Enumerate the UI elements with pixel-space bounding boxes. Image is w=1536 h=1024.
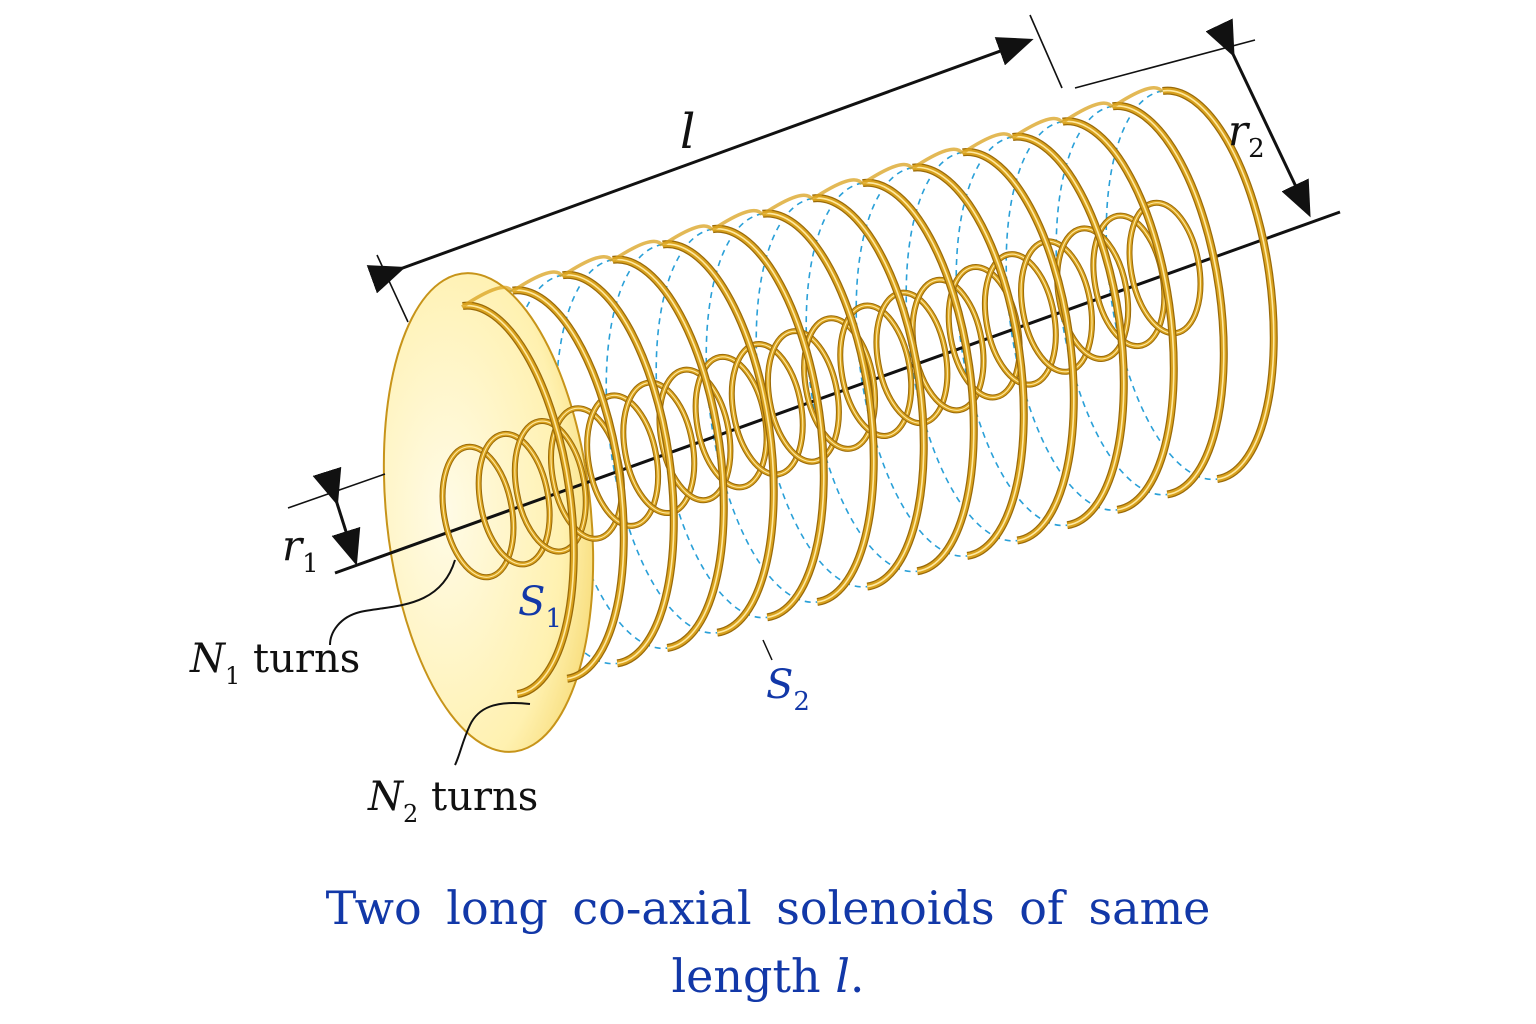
caption-line-2: length l. [0,944,1536,1008]
outer-turn-hidden-arc [955,136,1068,527]
outer-solenoid-coil [461,86,1278,699]
inner-turn-wire-highlight [586,394,659,527]
inner-turn-wire-highlight [442,446,514,578]
caption-line-1: Two long co-axial solenoids of same [325,881,1211,935]
inner-turn-wire-highlight [731,343,804,476]
outer-turn-wire-highlight [1162,89,1275,480]
outer-turn-link [811,178,864,201]
outer-turn-hidden-arc [705,212,818,604]
r2-dimension-arrow [1205,18,1311,218]
outer-turn-wire-highlight [1112,105,1225,496]
outer-turn-hidden-arc [1055,105,1168,496]
outer-turn-link [561,255,614,278]
inner-turn-wire-highlight [514,420,587,553]
n1-label: N1 turns [189,636,360,690]
inner-turn-wire-highlight [659,369,731,501]
length-extension-line-right [1029,14,1063,89]
outer-turn-link [611,239,664,263]
outer-turn-hidden-arc [1005,120,1118,511]
r2-label: r2 [1228,106,1265,164]
outer-turn-link [511,270,564,294]
r2-extension-line [1074,39,1256,89]
length-label: l [680,104,695,160]
outer-turn-link [1061,101,1114,125]
outer-turn-link [861,162,914,186]
outer-turn-wire [912,164,1027,559]
r1-dimension-arrow [312,466,361,566]
outer-turn-wire-highlight [512,289,625,680]
inner-turn-wire-highlight [1129,202,1201,334]
inner-turn-wire-highlight [478,433,551,565]
outer-turn-wire-highlight [1062,120,1175,511]
outer-turn-link [761,193,814,217]
s1-label: S1 [518,579,562,634]
caption-length-word: length [671,949,836,1003]
outer-turn-link [661,224,714,248]
outer-turn-link [911,147,964,171]
outer-turn-link [1011,116,1064,140]
n2-leader-line [454,702,531,766]
outer-turn-link [1111,86,1164,109]
outer-turn-wire-highlight [1012,135,1125,526]
s2-leader-line [762,639,773,661]
inner-turn-wire-highlight [803,317,876,450]
n2-label: N2 turns [367,774,538,828]
caption-length-variable: l [835,949,850,1003]
outer-turn-hidden-arc [1105,90,1218,481]
outer-turn-wire [1112,103,1227,498]
caption-period: . [849,949,865,1003]
outer-turn-link [711,209,764,232]
inner-turn-wire-highlight [767,330,840,463]
inner-turn-wire-highlight [839,304,912,437]
n1-leader-line [329,559,456,646]
outer-turn-link [961,132,1014,155]
r1-label: r1 [282,521,319,579]
length-extension-line-left [376,254,409,323]
outer-turn-wire-highlight [462,304,575,695]
length-dimension-arrow [366,37,1034,294]
s2-label: S2 [766,662,810,717]
